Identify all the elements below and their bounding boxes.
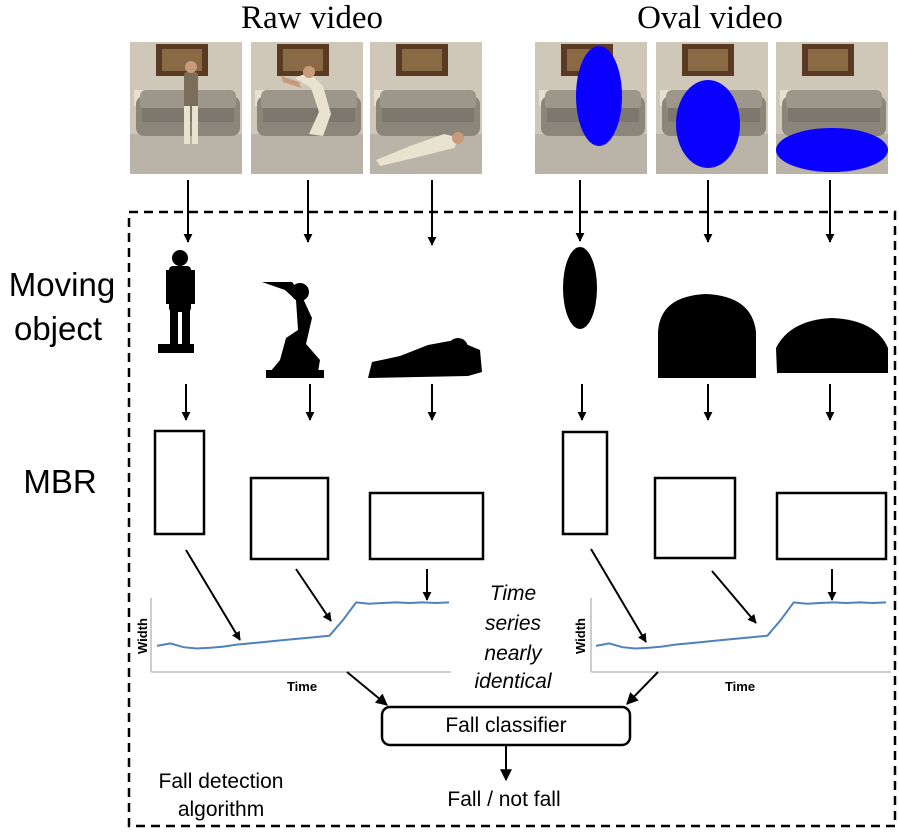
- fall-classifier-label: Fall classifier: [445, 714, 566, 737]
- note-line4: identical: [474, 670, 552, 693]
- mbr-lying: [368, 491, 485, 561]
- raw-plot-xlabel: Time: [287, 679, 317, 694]
- raw-plot-ylabel: Width: [135, 618, 150, 654]
- mbr-to-series-arrows: [185, 548, 837, 643]
- silhouette-jumping: [262, 282, 324, 378]
- mbr-rectangles: [153, 429, 888, 561]
- raw-time-series-plot: Width Time: [135, 598, 451, 694]
- silhouette-oval-crouching: [658, 294, 756, 378]
- oval-plot-xlabel: Time: [725, 679, 755, 694]
- raw-width-series-line: [156, 601, 450, 650]
- mbr-oval-lying: [775, 491, 888, 561]
- video-frames: [130, 42, 888, 174]
- raw-frame-standing: [130, 42, 242, 174]
- raw-frame-jumping: [251, 42, 363, 174]
- mbr-label: MBR: [23, 463, 96, 500]
- oval-plot-ylabel: Width: [573, 618, 588, 654]
- fall-classifier-box: [380, 705, 632, 747]
- silhouette-oval-lying: [776, 318, 888, 373]
- mbr-oval-standing: [561, 430, 609, 536]
- note-line3: nearly: [484, 642, 543, 665]
- oval-video-title: Oval video: [637, 0, 783, 36]
- oval-frame-crouching: [656, 42, 768, 174]
- raw-frame-lying: [370, 42, 482, 174]
- series-to-classifier-arrows: [346, 671, 659, 706]
- silhouette-oval-standing: [563, 247, 597, 329]
- frame-to-object-arrows: [183, 180, 835, 246]
- oval-frame-lying: [776, 42, 888, 174]
- silhouette-standing: [158, 250, 195, 353]
- moving-object-silhouettes: [158, 247, 888, 378]
- time-series-note: Time series nearly identical: [474, 582, 552, 693]
- mbr-standing: [153, 429, 206, 536]
- oval-width-series-line: [595, 601, 887, 650]
- moving-object-label-line2: object: [14, 310, 102, 347]
- moving-object-label-line1: Moving: [9, 266, 115, 303]
- output-label: Fall / not fall: [447, 788, 560, 811]
- algorithm-border: [127, 210, 897, 828]
- algorithm-label-line1: Fall detection: [159, 770, 284, 793]
- object-to-mbr-arrows: [181, 384, 835, 421]
- silhouette-lying: [368, 338, 482, 378]
- mbr-oval-crouching: [653, 476, 737, 560]
- oval-time-series-plot: Width Time: [573, 598, 891, 694]
- note-line1: Time: [490, 582, 536, 605]
- oval-frame-standing: [535, 42, 647, 174]
- mbr-jumping: [249, 476, 330, 561]
- raw-video-title: Raw video: [241, 0, 383, 36]
- algorithm-label-line2: algorithm: [178, 798, 264, 821]
- note-line2: series: [485, 612, 542, 635]
